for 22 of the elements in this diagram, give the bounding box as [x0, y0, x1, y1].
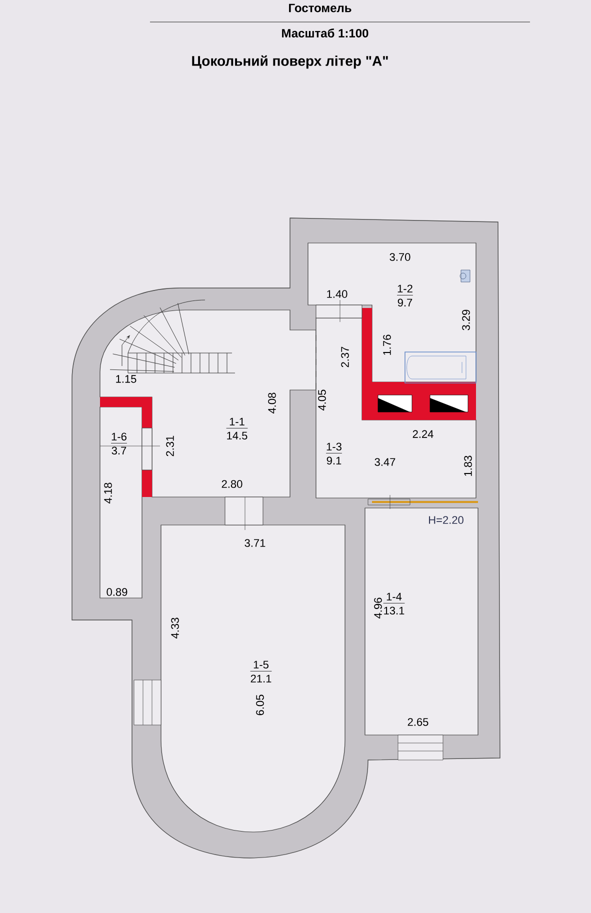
- dimension-label: 3.47: [374, 458, 396, 466]
- height-label: H=2.20: [429, 516, 464, 524]
- dimension-label: 3.70: [390, 253, 410, 261]
- dimension-label: 3.71: [244, 539, 266, 547]
- dimension-label: 1.76: [383, 334, 391, 355]
- dimension-label: 1.15: [116, 375, 136, 383]
- dimension-label: 1.40: [327, 290, 348, 298]
- dimension-label: 1.83: [464, 456, 472, 476]
- dimension-label: 4.33: [171, 618, 179, 638]
- dimension-label: 4.05: [318, 390, 326, 410]
- plan-title: Цокольний поверх літер "А": [192, 55, 388, 69]
- dimension-label: 4.08: [268, 392, 276, 414]
- dimension-label: 6.05: [256, 694, 264, 716]
- dimension-label: 2.80: [222, 480, 242, 488]
- dimension-label: 2.65: [408, 718, 428, 726]
- dimension-label: 2.24: [412, 430, 434, 438]
- dimension-label: 2.31: [166, 436, 174, 456]
- dimension-label: 2.37: [341, 346, 349, 368]
- header-text: Гостомель: [289, 4, 352, 12]
- dimension-label: 0.89: [106, 588, 128, 596]
- scale-label: Масштаб 1:100: [282, 28, 368, 38]
- dimension-label: 4.96: [374, 598, 382, 618]
